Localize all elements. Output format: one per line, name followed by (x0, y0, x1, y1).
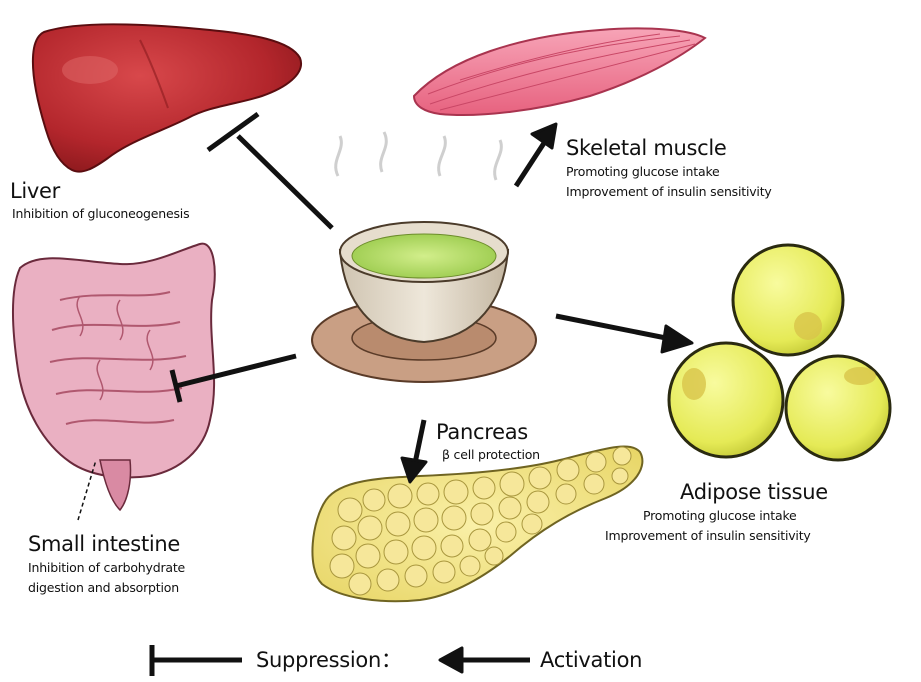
adipose-line-1: Promoting glucose intake (643, 510, 797, 523)
adipose-line-2: Improvement of insulin sensitivity (605, 530, 811, 543)
legend-suppression-symbol (150, 645, 242, 676)
green-tea-cup-icon (312, 132, 536, 382)
liver-title: Liver (10, 181, 60, 202)
pancreas-icon (312, 447, 642, 602)
intestine-icon (13, 244, 215, 510)
intestine-line-2: digestion and absorption (28, 582, 179, 595)
pancreas-line-1: β cell protection (442, 449, 540, 462)
muscle-line-2: Improvement of insulin sensitivity (566, 186, 772, 199)
intestine-title: Small intestine (28, 534, 180, 555)
adipose-title: Adipose tissue (680, 482, 828, 503)
intestine-line-1: Inhibition of carbohydrate (28, 562, 185, 575)
fat-cells-icon (669, 245, 890, 460)
liver-icon (33, 24, 301, 171)
muscle-line-1: Promoting glucose intake (566, 166, 720, 179)
legend-suppression-label: Suppression： (256, 650, 402, 671)
activation-muscle-arrow (516, 124, 556, 186)
legend-activation-label: Activation (540, 650, 642, 671)
suppression-liver-arrow (208, 114, 332, 228)
liver-line-1: Inhibition of gluconeogenesis (12, 208, 189, 221)
legend-activation-symbol (440, 648, 530, 672)
muscle-title: Skeletal muscle (566, 138, 727, 159)
pancreas-title: Pancreas (436, 422, 528, 443)
activation-pancreas-arrow (402, 420, 426, 482)
skeletal-muscle-icon (414, 28, 705, 115)
activation-adipose-arrow (556, 316, 692, 352)
